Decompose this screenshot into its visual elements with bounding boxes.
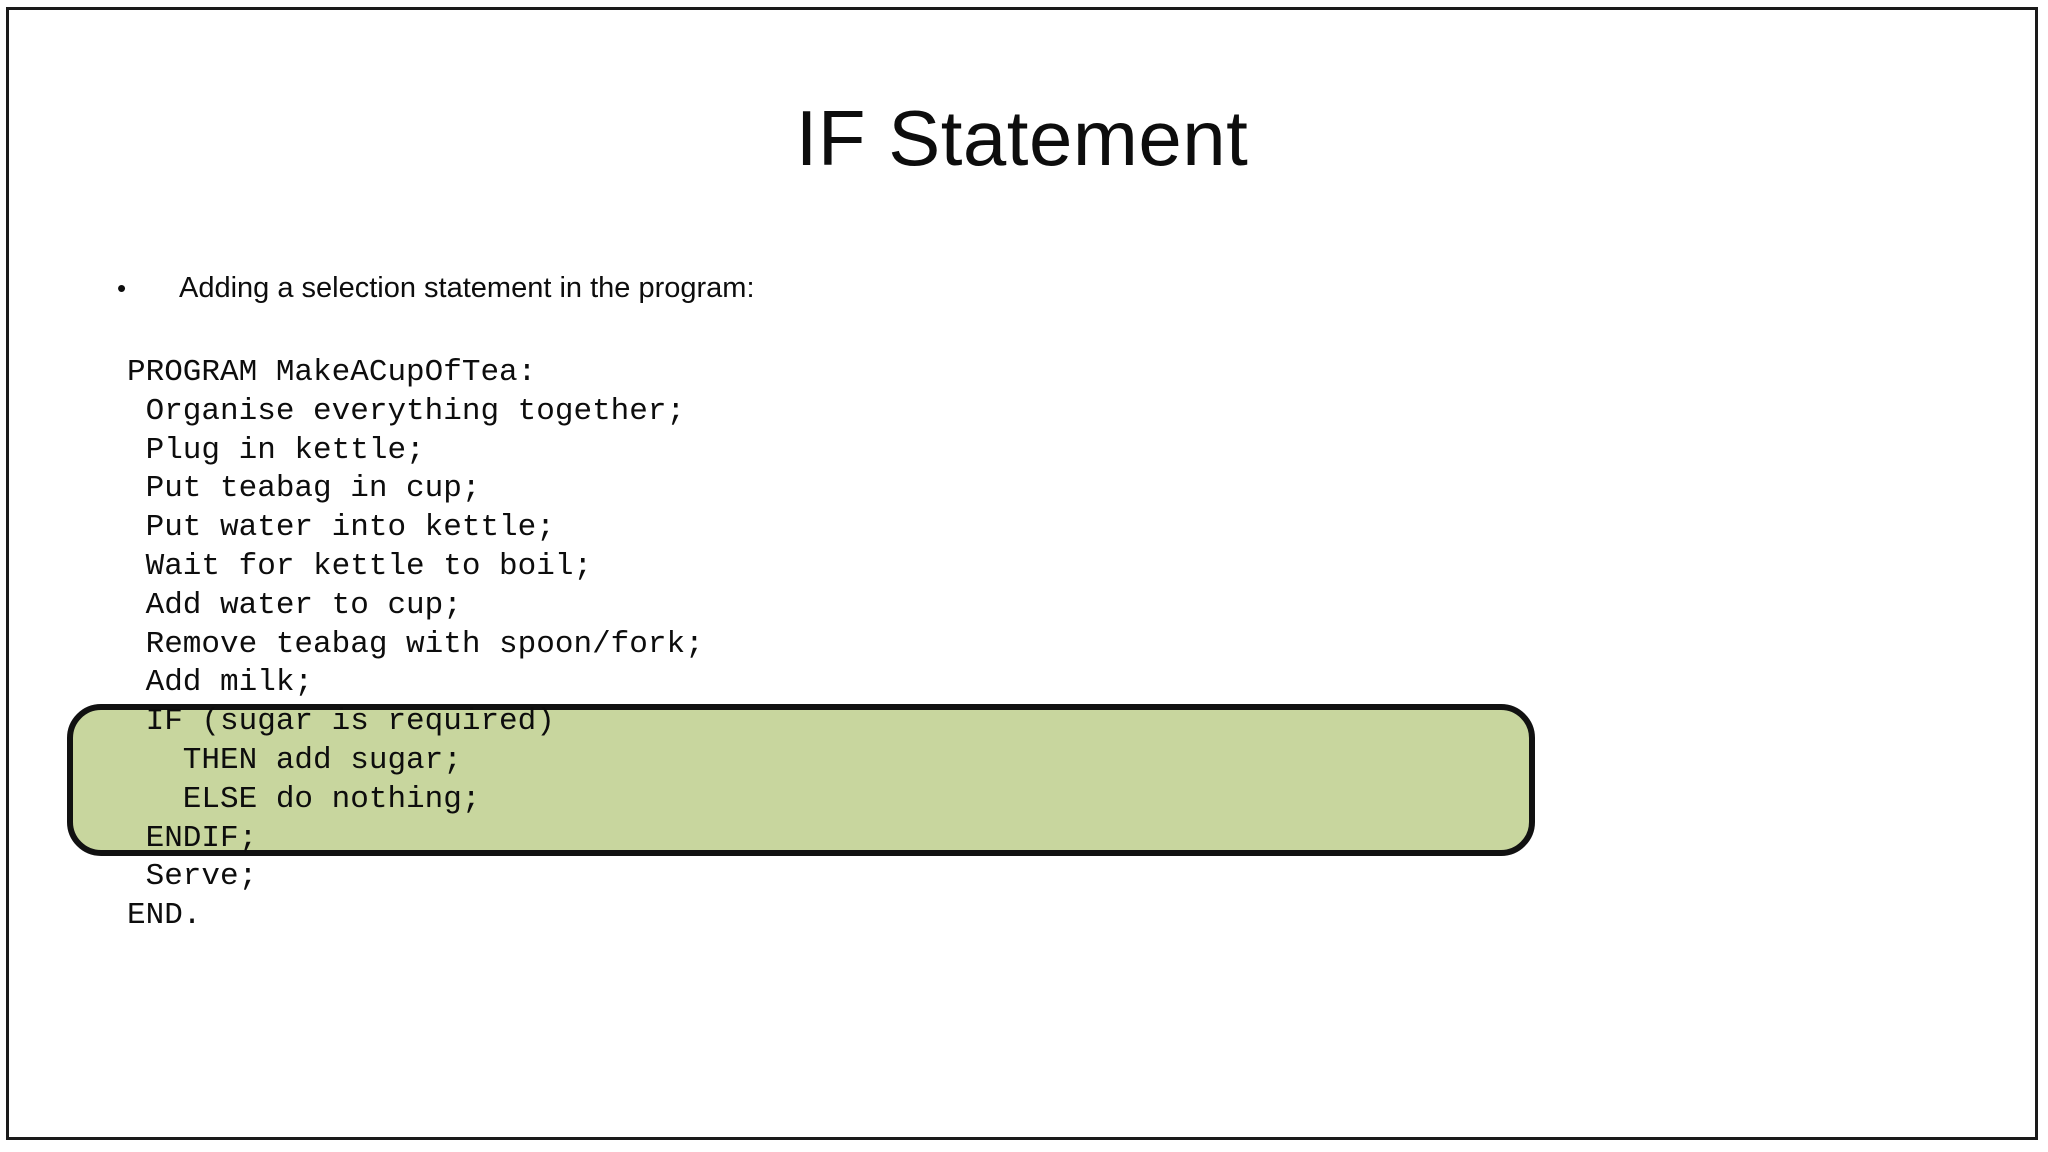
code-line: Plug in kettle; — [127, 432, 425, 468]
page-title: IF Statement — [795, 94, 1249, 182]
code-line: Put water into kettle; — [127, 510, 555, 546]
code-line: Remove teabag with spoon/fork; — [127, 626, 704, 662]
code-line: Put teabag in cup; — [127, 471, 481, 507]
code-line: Serve; — [127, 859, 258, 895]
if-block-highlight-callout — [67, 704, 1535, 856]
bullet-point-icon: • — [117, 273, 127, 303]
code-line: Wait for kettle to boil; — [127, 548, 593, 584]
code-line: Add milk; — [127, 665, 314, 701]
pseudocode-block: PROGRAM MakeACupOfTea: Organise everythi… — [127, 354, 1827, 936]
code-line: IF (sugar is required) — [127, 704, 555, 740]
code-line: ENDIF; — [127, 820, 258, 856]
code-line: END. — [127, 898, 202, 934]
code-line: Organise everything together; — [127, 393, 686, 429]
code-line: THEN add sugar; — [127, 742, 462, 778]
code-line: Add water to cup; — [127, 587, 462, 623]
slide-canvas: IF Statement • Adding a selection statem… — [6, 7, 2038, 1140]
code-line: PROGRAM MakeACupOfTea: — [127, 355, 537, 390]
code-line: ELSE do nothing; — [127, 781, 481, 817]
bullet-item-label: Adding a selection statement in the prog… — [179, 272, 755, 304]
bullet-list-item: • Adding a selection statement in the pr… — [117, 272, 755, 305]
